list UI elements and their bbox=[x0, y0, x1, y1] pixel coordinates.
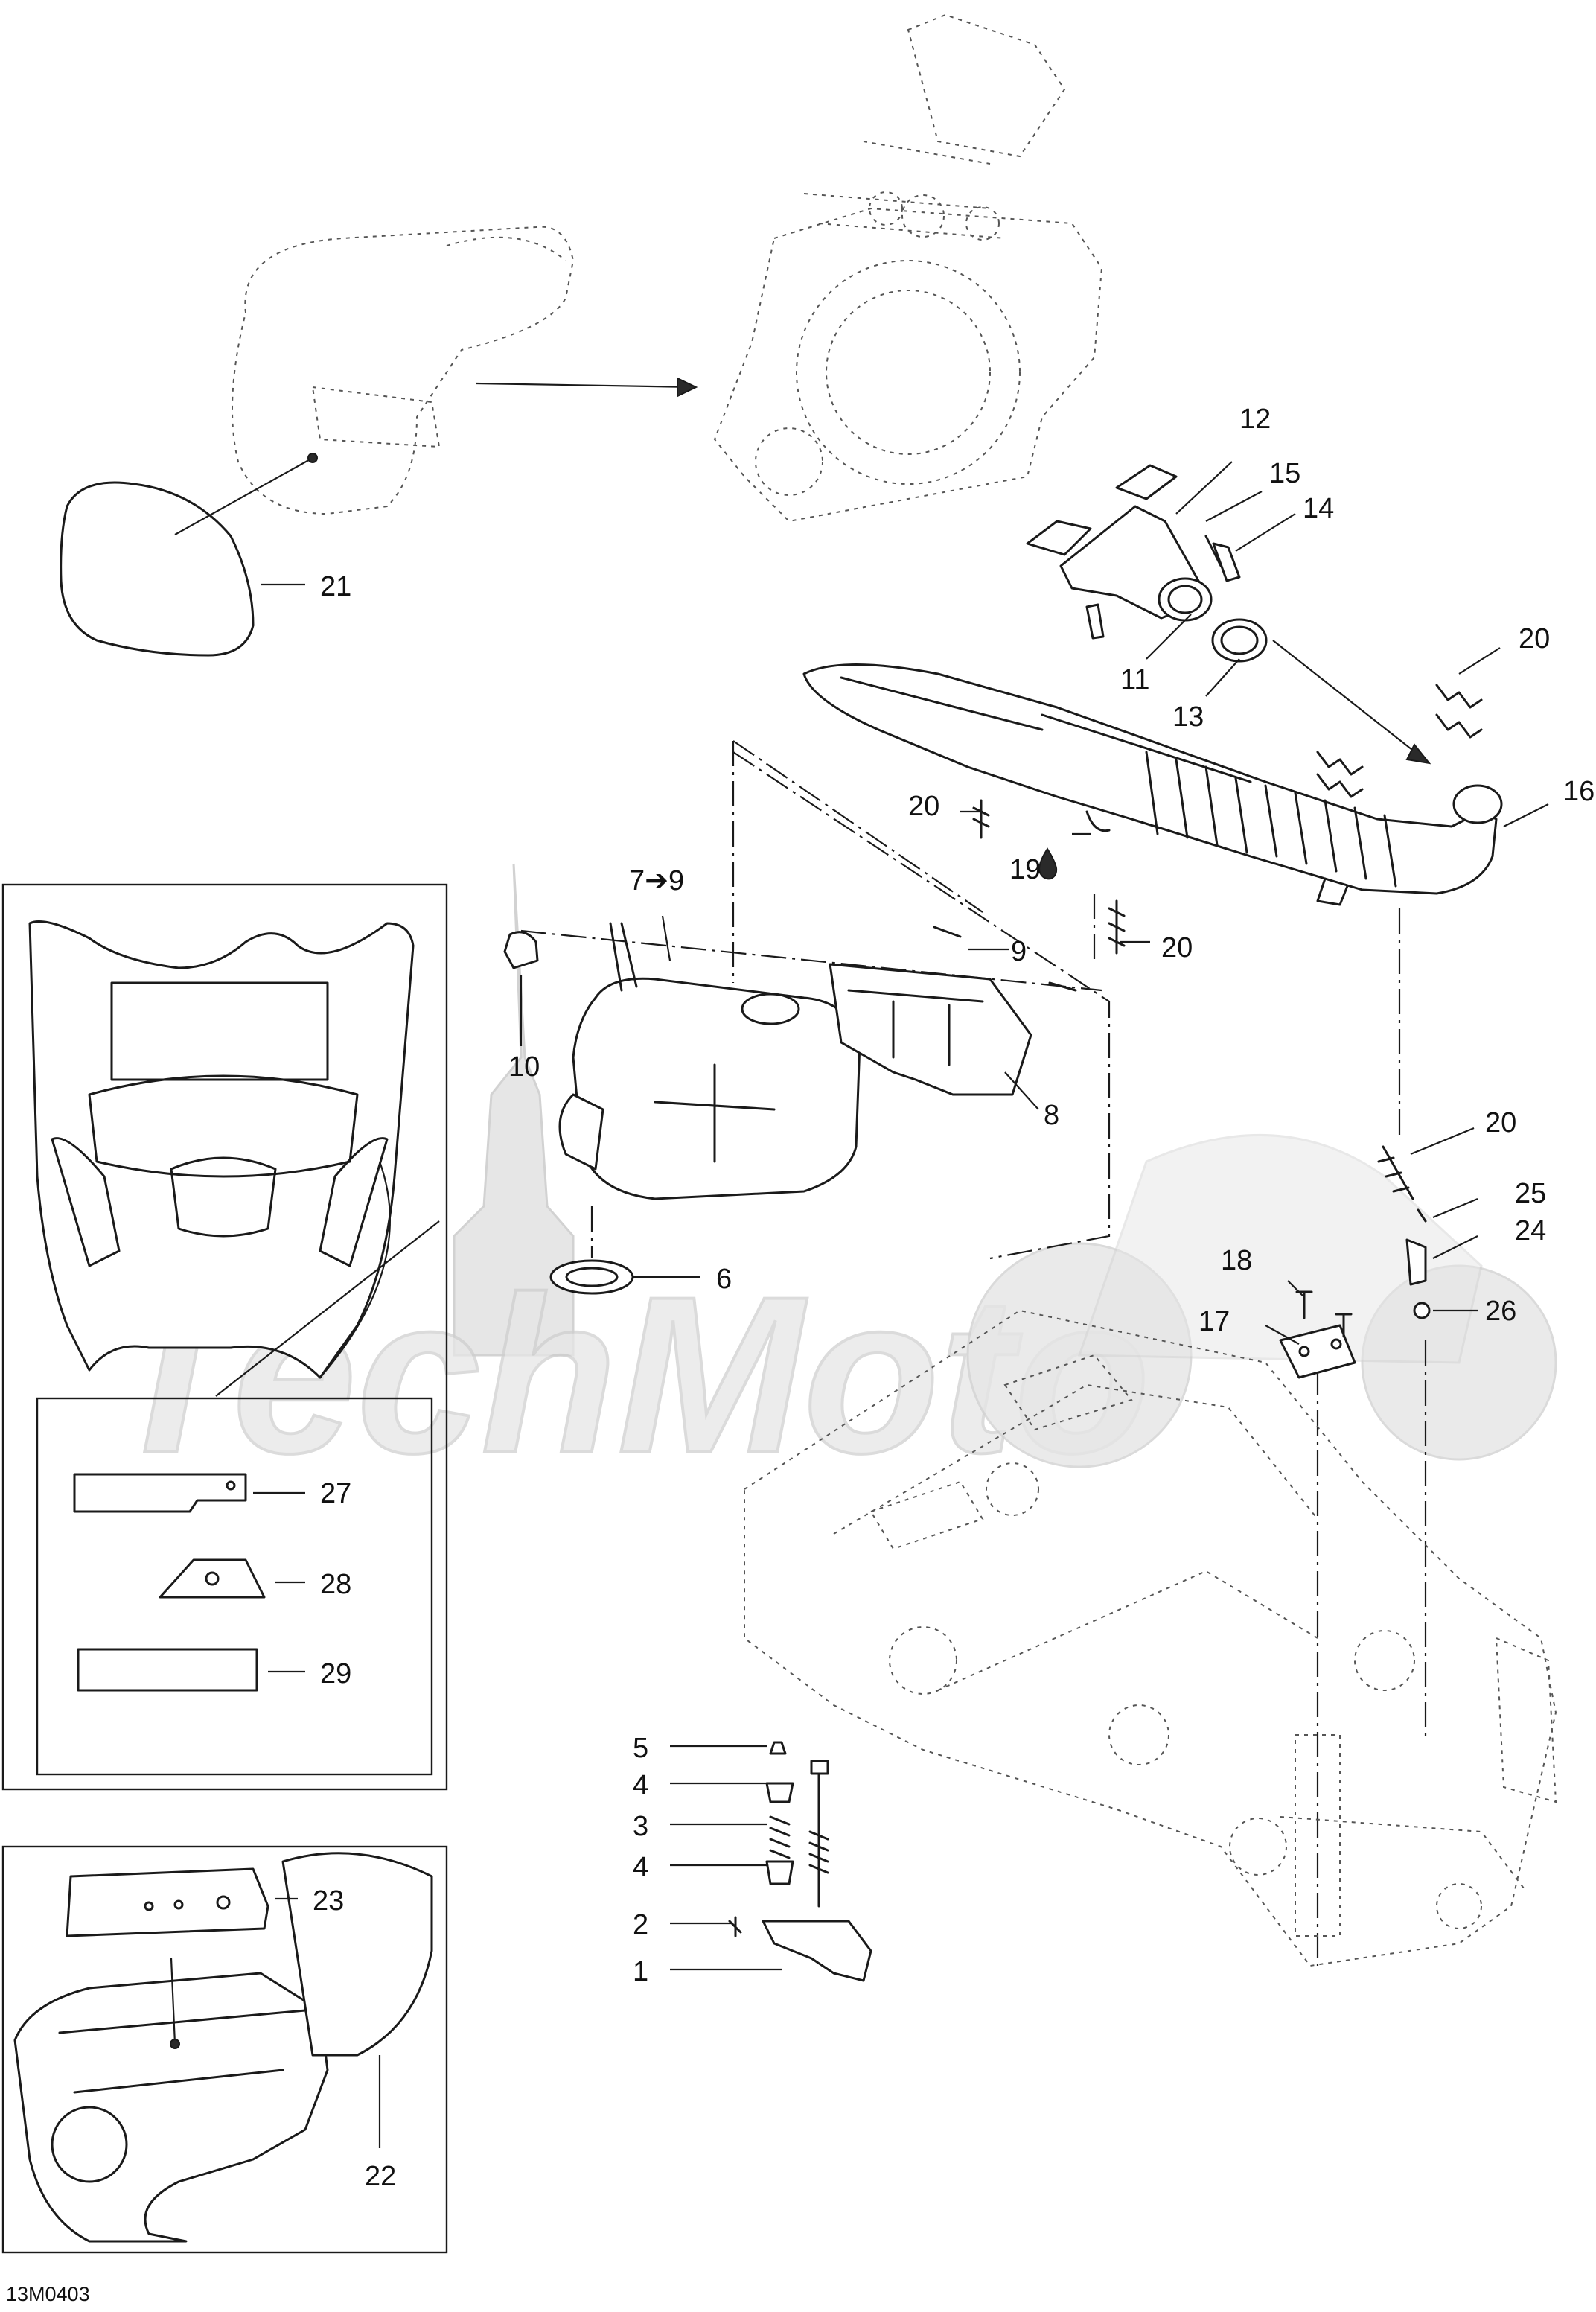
watermark-motorcycle bbox=[966, 1134, 1557, 1468]
callout-2: 2 bbox=[633, 1909, 648, 1940]
callout-1: 1 bbox=[633, 1956, 648, 1987]
callout-7-9: 7➔9 bbox=[629, 865, 684, 897]
callout-26: 26 bbox=[1485, 1296, 1516, 1327]
screw-25 bbox=[1417, 1208, 1427, 1223]
tuned-pipe-16 bbox=[802, 663, 1503, 906]
callout-5: 5 bbox=[633, 1733, 648, 1764]
callout-15: 15 bbox=[1269, 458, 1300, 489]
callout-20-pipe: 20 bbox=[908, 791, 939, 822]
callout-21: 21 bbox=[320, 571, 351, 602]
oil-drop-icon bbox=[1038, 847, 1058, 880]
muffler-mount-stack bbox=[728, 1741, 872, 1982]
callout-9: 9 bbox=[1011, 936, 1027, 967]
heat-shield-8 bbox=[829, 963, 1032, 1096]
callout-19: 19 bbox=[1009, 854, 1041, 885]
inset-hood-decals bbox=[1, 883, 448, 1791]
callout-17: 17 bbox=[1198, 1306, 1230, 1337]
callout-4-upper: 4 bbox=[633, 1770, 648, 1801]
callout-29: 29 bbox=[320, 1658, 351, 1690]
exhaust-manifold-group bbox=[1026, 464, 1268, 663]
air-silencer-cover-21 bbox=[60, 226, 698, 657]
callout-3: 3 bbox=[633, 1811, 648, 1842]
engine-assembly-reference bbox=[713, 13, 1103, 523]
callout-14: 14 bbox=[1303, 493, 1334, 524]
figure-reference-code: 13M0403 bbox=[6, 2283, 90, 2305]
bracket-24 bbox=[1405, 1238, 1427, 1286]
callout-28: 28 bbox=[320, 1569, 351, 1600]
callout-leaders bbox=[253, 461, 1549, 2148]
callout-23: 23 bbox=[313, 1885, 344, 1917]
assembly-reference-lines bbox=[520, 740, 1427, 1966]
callout-24: 24 bbox=[1515, 1215, 1546, 1246]
callout-11: 11 bbox=[1120, 664, 1149, 695]
nut-26 bbox=[1413, 1302, 1431, 1319]
callout-10: 10 bbox=[508, 1051, 540, 1083]
callout-8: 8 bbox=[1044, 1100, 1059, 1131]
inset-belly-pan bbox=[1, 1845, 448, 2254]
callout-20-mid: 20 bbox=[1161, 932, 1193, 964]
callout-22: 22 bbox=[365, 2161, 396, 2192]
muffler-assembly-7 bbox=[558, 922, 861, 1200]
callout-labels: 21 12 15 14 11 13 20 16 20 19 7➔9 9 20 1… bbox=[313, 404, 1595, 2192]
gasket-6 bbox=[549, 1259, 634, 1295]
callout-20-top: 20 bbox=[1519, 623, 1550, 655]
callout-18: 18 bbox=[1221, 1245, 1252, 1276]
callout-20-lower: 20 bbox=[1485, 1107, 1516, 1139]
callout-12: 12 bbox=[1239, 404, 1271, 435]
springs-20 bbox=[972, 684, 1483, 1200]
callout-6: 6 bbox=[716, 1264, 732, 1295]
callout-16: 16 bbox=[1563, 776, 1595, 807]
callout-13: 13 bbox=[1172, 701, 1204, 733]
callout-4-lower: 4 bbox=[633, 1852, 648, 1883]
callout-25: 25 bbox=[1515, 1178, 1546, 1209]
bracket-17 bbox=[1279, 1324, 1356, 1379]
callout-27: 27 bbox=[320, 1478, 351, 1509]
grommet-10 bbox=[503, 931, 539, 969]
chassis-frame-reference bbox=[744, 1309, 1557, 1967]
watermark-tower bbox=[453, 863, 575, 1357]
